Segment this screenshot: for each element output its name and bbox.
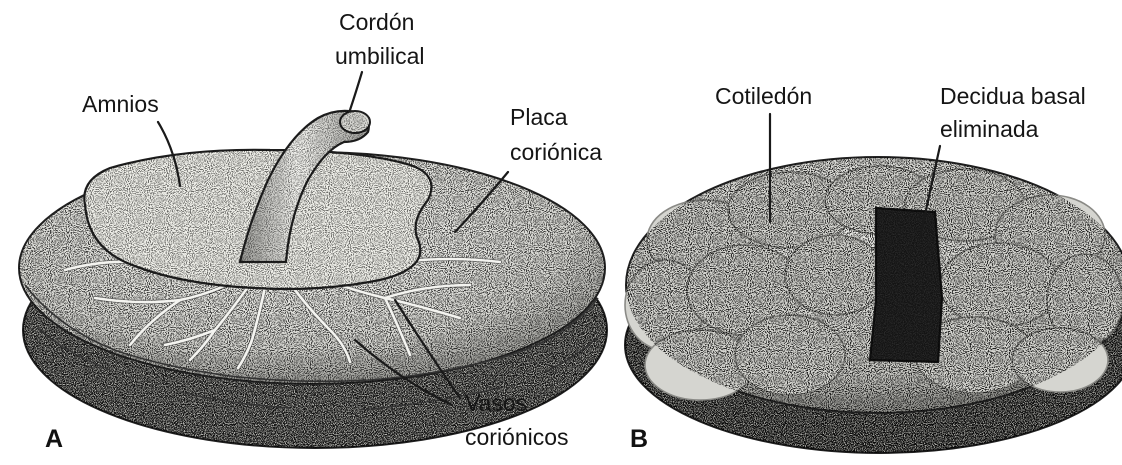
label-amnios: Amnios bbox=[82, 91, 159, 117]
label-placa-line2: coriónica bbox=[510, 139, 602, 165]
label-decidua-line2: eliminada bbox=[940, 116, 1039, 142]
leader-cordon bbox=[350, 72, 362, 110]
panel-a-letter: A bbox=[45, 425, 63, 453]
panel-b-letter: B bbox=[630, 425, 648, 453]
panel-b-placenta-maternal-side: Cotiledón Decidua basal eliminada B bbox=[625, 83, 1122, 453]
label-placa-line1: Placa bbox=[510, 104, 568, 130]
panel-a-placenta-fetal-side: Cordón umbilical Amnios Placa coriónica … bbox=[19, 9, 607, 453]
label-decidua-line1: Decidua basal bbox=[940, 83, 1086, 109]
label-vasos-line1: Vasos bbox=[465, 390, 527, 416]
label-cordon-line2: umbilical bbox=[335, 43, 424, 69]
label-cordon-line1: Cordón bbox=[339, 9, 414, 35]
label-cotiledon: Cotiledón bbox=[715, 83, 812, 109]
label-vasos-line2: coriónicos bbox=[465, 424, 569, 450]
